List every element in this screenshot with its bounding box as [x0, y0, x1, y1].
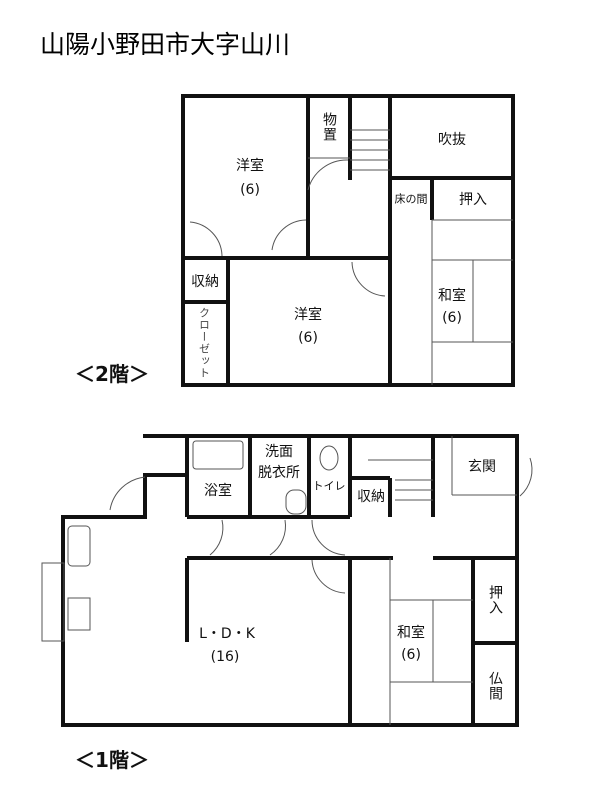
room-ldk-name: L・D・K	[199, 626, 255, 642]
room-japanese-1f-name: 和室	[397, 625, 425, 641]
room-storage-1f: 収納	[357, 489, 385, 505]
room-tokonoma: 床の間	[394, 192, 428, 206]
room-oshiire-1f: 押入	[487, 585, 503, 615]
room-butsuma: 仏間	[487, 671, 503, 701]
room-washroom-line2: 脱衣所	[258, 465, 300, 481]
room-western1-name: 洋室	[236, 158, 264, 174]
floor2-thin-lines	[189, 129, 513, 385]
room-western2-size: (6)	[298, 330, 318, 346]
room-toilet: トイレ	[312, 479, 346, 493]
room-oshiire-2f: 押入	[459, 192, 487, 208]
room-bath: 浴室	[204, 483, 232, 499]
room-entrance: 玄関	[468, 459, 496, 475]
room-storage-2f: 収納	[191, 274, 219, 290]
room-japanese-2f-size: (6)	[442, 310, 462, 326]
floor1-label: ＜1階＞	[75, 748, 149, 772]
room-washroom-line1: 洗面	[265, 444, 293, 460]
room-japanese-2f-name: 和室	[438, 288, 466, 304]
floor2-walls	[181, 94, 515, 387]
page-title: 山陽小野田市大字山川	[40, 30, 291, 59]
floor1-thin-lines	[41, 436, 533, 725]
floor1-walls	[61, 434, 519, 727]
room-japanese-1f-size: (6)	[401, 647, 421, 663]
room-western1-size: (6)	[240, 182, 260, 198]
room-void: 吹抜	[438, 132, 466, 148]
room-western2-name: 洋室	[294, 307, 322, 323]
room-ldk-size: (16)	[210, 649, 240, 665]
room-closet: クローゼット	[197, 307, 211, 379]
room-storage-mono: 物置	[321, 112, 337, 142]
floor2-label: ＜2階＞	[75, 362, 149, 386]
